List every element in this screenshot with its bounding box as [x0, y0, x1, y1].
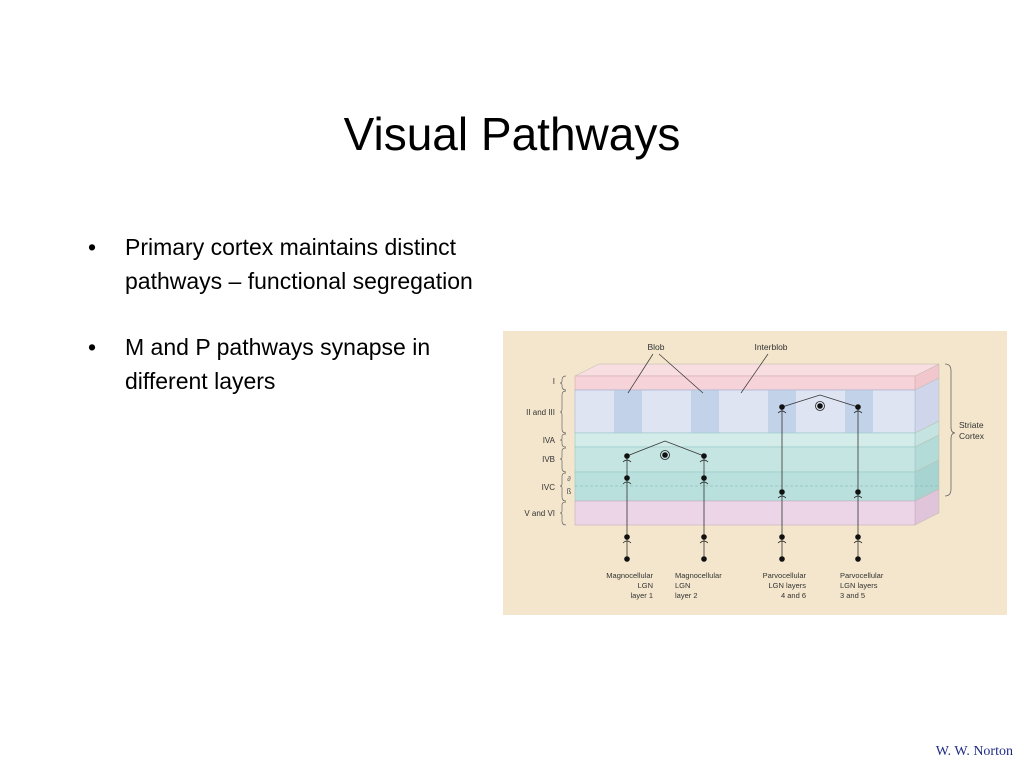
interblob-label: Interblob — [754, 342, 787, 352]
source-label: layer 2 — [675, 591, 698, 600]
source-label: LGN — [638, 581, 653, 590]
layer-label-iva: IVA — [543, 436, 556, 445]
pathway-lines — [626, 394, 859, 557]
blob — [614, 390, 642, 433]
cortex-layers-figure: I II and III IVA IVB IVC V and VI ∂ ß St… — [503, 331, 1007, 615]
blob — [691, 390, 719, 433]
layer-ivb — [574, 446, 916, 473]
synapse-dots — [624, 403, 861, 562]
striate-label-line1: Striate — [959, 420, 984, 430]
layer-label-ivc: IVC — [542, 483, 556, 492]
striate-cortex-brace — [944, 363, 956, 497]
ivc-alpha-label: ∂ — [567, 476, 571, 483]
bullet-list: • Primary cortex maintains distinct path… — [84, 230, 504, 430]
source-label: Parvocellular — [763, 571, 807, 580]
left-braces — [559, 375, 567, 526]
bullet-symbol: • — [88, 334, 97, 360]
source-label: LGN — [675, 581, 690, 590]
source-labels: Magnocellular LGN layer 1 Magnocellular … — [606, 571, 884, 600]
striate-label-line2: Cortex — [959, 431, 985, 441]
source-label: Parvocellular — [840, 571, 884, 580]
bullet-item: • M and P pathways synapse in different … — [84, 330, 504, 398]
blob-label: Blob — [647, 342, 664, 352]
layer-label-ii-iii: II and III — [526, 408, 555, 417]
source-label: LGN layers — [768, 581, 806, 590]
source-label: LGN layers — [840, 581, 878, 590]
slide-title: Visual Pathways — [343, 108, 681, 160]
layer-label-ivb: IVB — [542, 455, 555, 464]
label-leader-lines — [627, 353, 769, 394]
publisher-credit: W. W. Norton — [935, 744, 1013, 759]
synapse-cups — [622, 401, 863, 544]
layer-v-vi — [574, 500, 916, 526]
ivc-beta-label: ß — [567, 487, 572, 496]
bullet-symbol: • — [88, 234, 97, 260]
layer-label-i: I — [553, 377, 555, 386]
bullet-text: Primary cortex maintains distinct pathwa… — [125, 234, 473, 294]
bullet-text: M and P pathways synapse in different la… — [125, 334, 431, 394]
source-label: layer 1 — [630, 591, 653, 600]
source-label: 3 and 5 — [840, 591, 865, 600]
source-label: Magnocellular — [675, 571, 722, 580]
layer-label-v-vi: V and VI — [524, 509, 555, 518]
source-label: 4 and 6 — [781, 591, 806, 600]
cortex-diagram: I II and III IVA IVB IVC V and VI ∂ ß St… — [524, 342, 985, 600]
layer-i — [574, 375, 916, 391]
bullet-item: • Primary cortex maintains distinct path… — [84, 230, 504, 298]
source-label: Magnocellular — [606, 571, 653, 580]
layer-iva — [574, 432, 916, 448]
